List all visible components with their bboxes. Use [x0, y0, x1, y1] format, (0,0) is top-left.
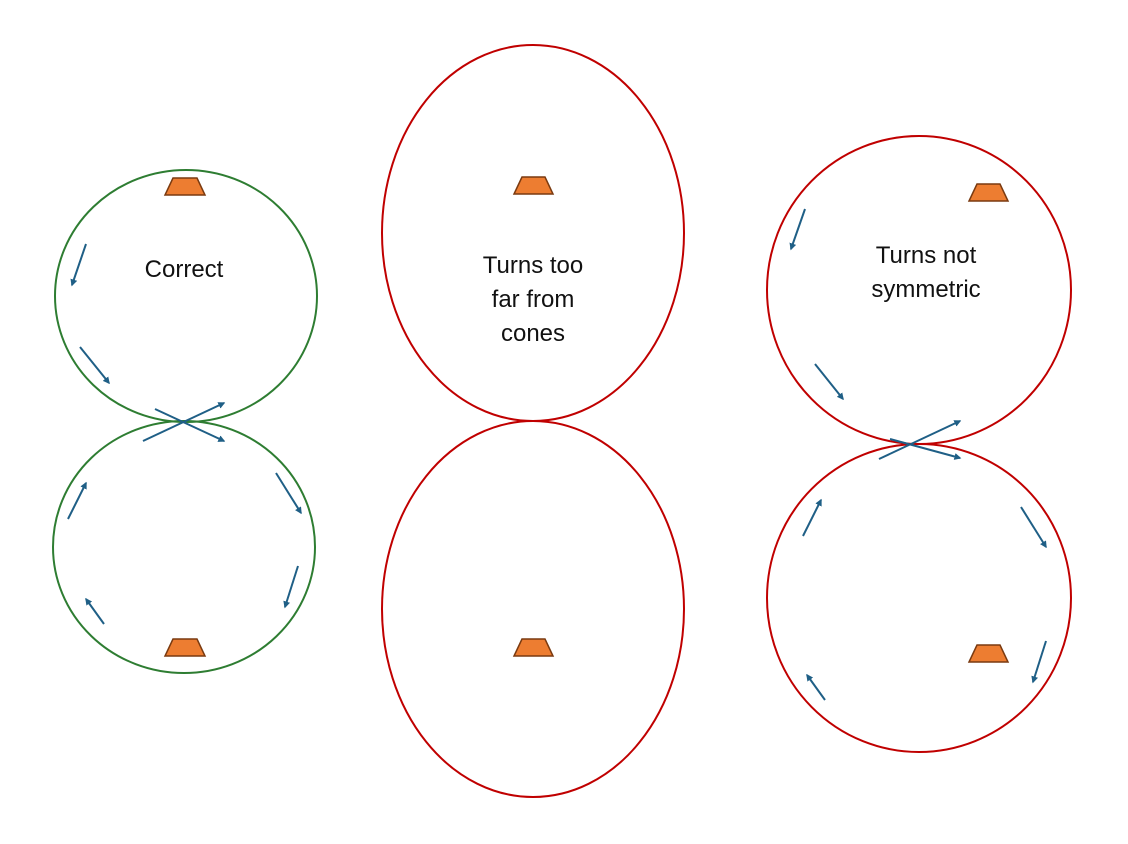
direction-arrows — [789, 208, 1047, 701]
cone-icon — [512, 176, 555, 195]
not-symmetric-label-line-1: Turns not — [875, 242, 977, 269]
arrow-icon — [283, 565, 299, 609]
correct-label-line-1: Correct — [144, 256, 224, 283]
arrow-icon — [67, 481, 87, 520]
too-far-label-line-2: far from — [491, 286, 575, 313]
too-far-label-line-3: cones — [500, 320, 566, 347]
arrow-icon — [154, 408, 226, 442]
cone-icon — [163, 177, 207, 196]
panel-too-far — [381, 44, 685, 798]
not-symmetric-bottom-circle — [766, 443, 1072, 753]
too-far-top-circle — [381, 44, 685, 422]
arrow-icon — [1020, 506, 1047, 549]
arrow-icon — [814, 363, 844, 401]
arrow-icon — [802, 498, 822, 537]
too-far-label-line-1: Turns too — [482, 252, 584, 279]
correct-top-circle — [54, 169, 318, 423]
arrow-icon — [789, 208, 806, 251]
arrow-icon — [806, 673, 826, 701]
arrow-icon — [889, 438, 962, 460]
arrow-icon — [85, 597, 105, 625]
cone-icon — [967, 644, 1010, 663]
correct-label: Correct — [104, 253, 264, 287]
cone-icon — [967, 183, 1010, 202]
not-symmetric-label-line-2: symmetric — [871, 276, 981, 303]
arrow-icon — [878, 420, 962, 460]
panel-correct — [52, 169, 318, 674]
arrow-icon — [1031, 640, 1047, 684]
arrow-icon — [70, 243, 87, 287]
direction-arrows — [67, 243, 302, 625]
correct-bottom-circle — [52, 420, 316, 674]
arrow-icon — [79, 346, 110, 385]
arrow-icon — [275, 472, 302, 515]
too-far-label: Turns too far from cones — [443, 249, 623, 351]
cone-icon — [512, 638, 555, 657]
cone-icon — [163, 638, 207, 657]
not-symmetric-label: Turns not symmetric — [836, 239, 1016, 307]
too-far-bottom-circle — [381, 420, 685, 798]
panel-not-symmetric — [766, 135, 1072, 753]
